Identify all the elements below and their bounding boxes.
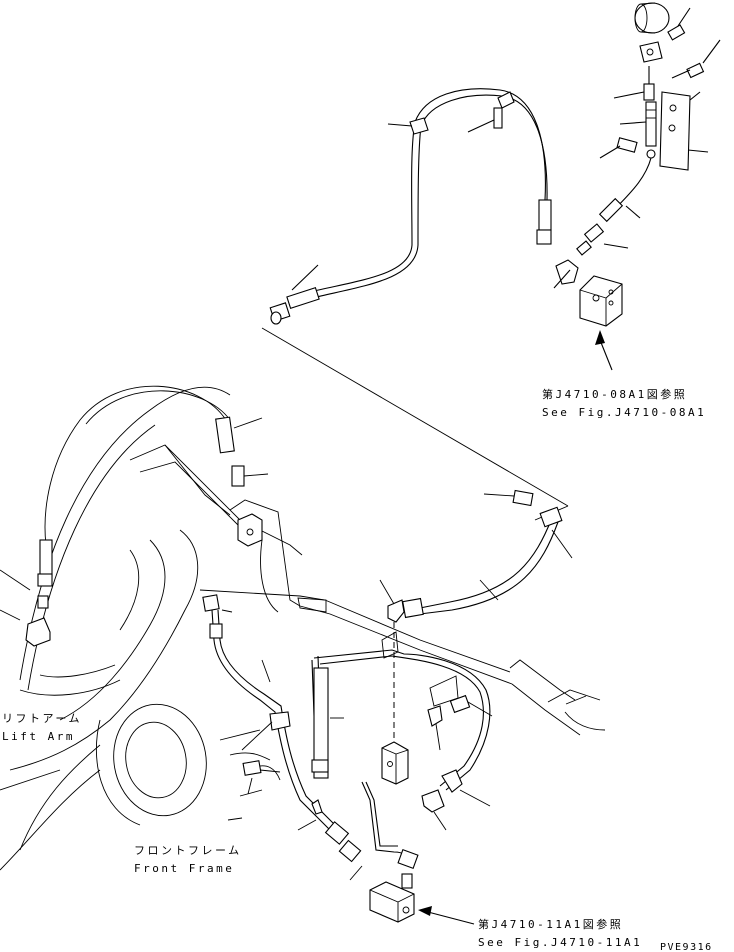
gauge-bracket-plate — [659, 91, 709, 171]
upper-gauge-assembly: 第J4710-08A1図参照 See Fig.J4710-08A1 — [542, 2, 721, 419]
front-frame-outline — [0, 386, 606, 871]
gauge-line-hose — [269, 88, 552, 325]
lower-piping — [202, 594, 587, 870]
elbow-fitting — [553, 259, 579, 289]
bolt — [667, 7, 691, 41]
pressure-gauge — [634, 2, 670, 34]
bolt — [449, 694, 493, 717]
reference-note-lower-en: See Fig.J4710-11A1 — [478, 936, 642, 949]
frame-block — [237, 513, 263, 547]
bolt — [483, 489, 534, 507]
elbow-fitting — [231, 465, 269, 487]
bolt — [671, 39, 721, 79]
lift-arm-label-jp: リフトアーム — [2, 712, 82, 725]
front-frame-label-jp: フロントフレーム — [134, 844, 242, 857]
bolt — [242, 760, 281, 795]
clip — [646, 149, 656, 159]
frame-pipe-right — [402, 489, 573, 619]
lift-arm-hose — [25, 385, 269, 647]
junction-block — [381, 741, 409, 785]
hose-fitting — [619, 101, 657, 147]
leader-line — [261, 327, 569, 507]
bracket — [639, 41, 663, 63]
reference-arrow — [595, 330, 613, 371]
valve-block — [579, 275, 623, 327]
lower-valve — [349, 865, 475, 925]
tee-fitting — [379, 579, 405, 623]
reference-note-lower-jp: 第J4710-11A1図参照 — [478, 917, 623, 931]
bolt — [599, 137, 638, 159]
reference-note-upper-en: See Fig.J4710-08A1 — [542, 406, 706, 419]
drawing-code: PVE9316 — [660, 942, 713, 952]
bolt — [467, 107, 503, 133]
connector — [576, 223, 629, 256]
hose-end — [598, 197, 641, 223]
lift-arm-label-en: Lift Arm — [2, 730, 75, 743]
gauge-hose — [613, 157, 652, 211]
adapter-fitting — [613, 66, 655, 101]
front-frame-label-en: Front Frame — [134, 862, 234, 875]
reference-note-upper-jp: 第J4710-08A1図参照 — [542, 387, 687, 401]
